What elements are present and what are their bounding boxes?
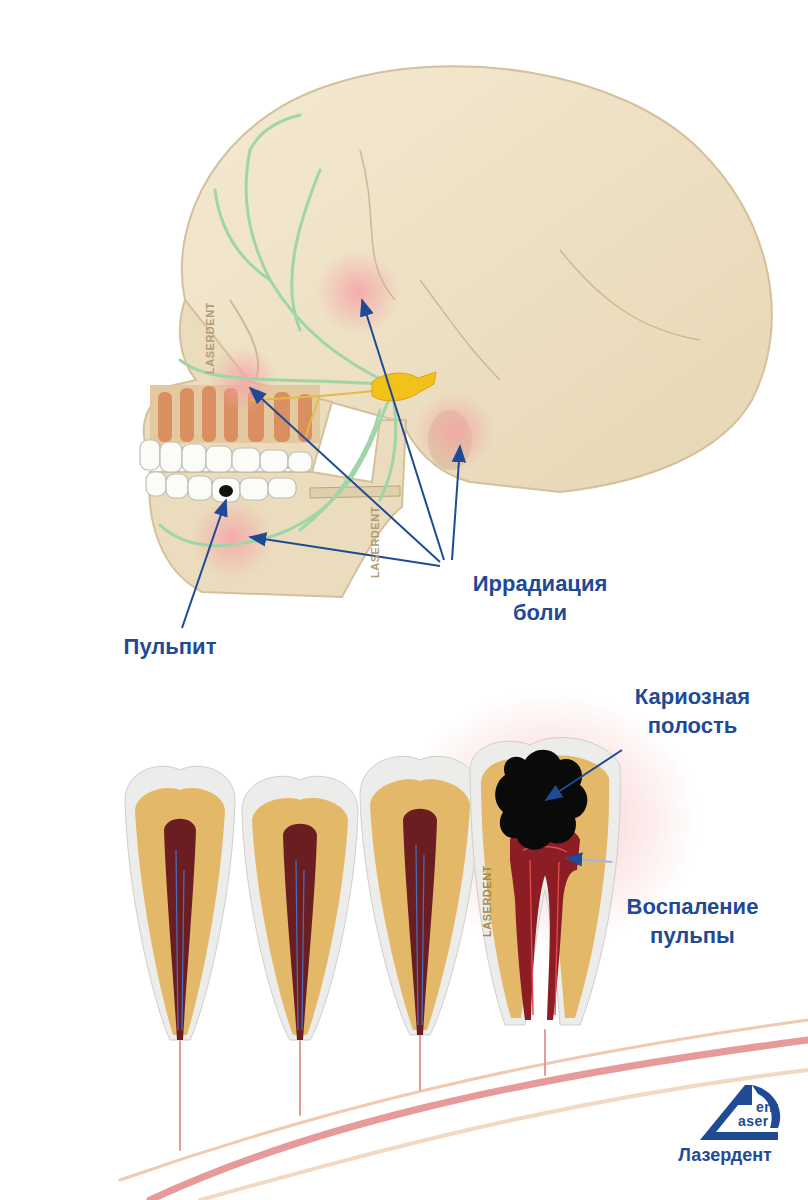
callout-label: Кариозная полость — [605, 683, 780, 740]
brand-name: Лазердент — [660, 1144, 790, 1167]
watermark: LASERDENT — [369, 492, 381, 592]
callout-label: Пульпит — [100, 633, 240, 662]
callout-label: Воспаление пульпы — [605, 893, 780, 950]
logo-text: aser — [738, 1114, 788, 1129]
skull — [140, 66, 772, 597]
callout-label: Иррадиация боли — [455, 570, 625, 627]
tooth-section — [120, 690, 808, 1200]
watermark: LASERDENT — [481, 851, 493, 951]
watermark: LASERDENT — [204, 288, 216, 388]
